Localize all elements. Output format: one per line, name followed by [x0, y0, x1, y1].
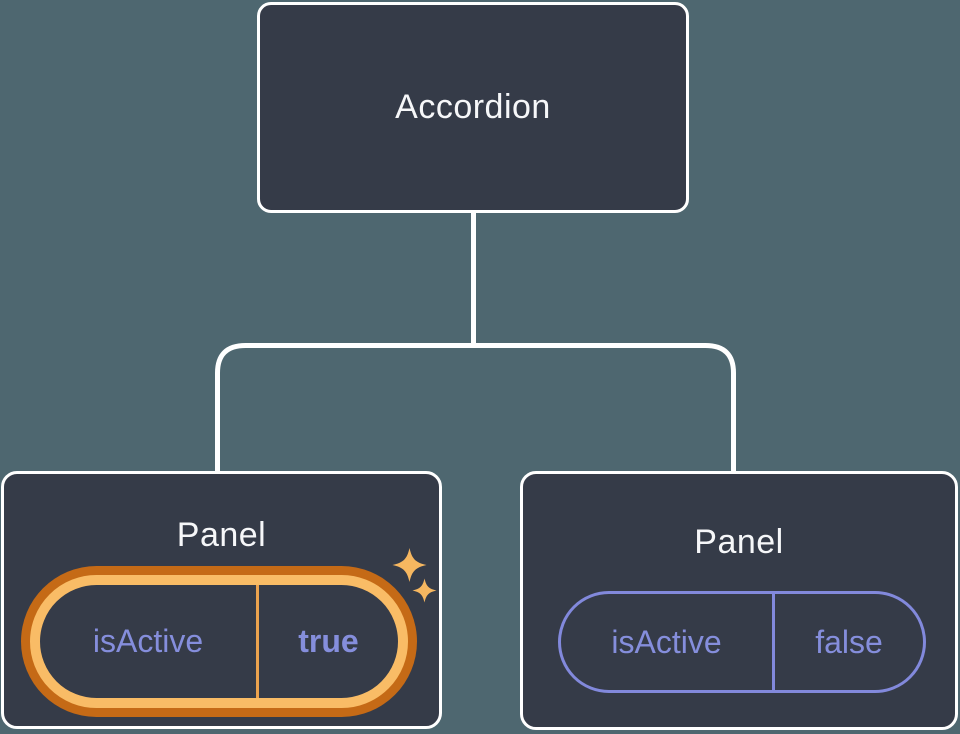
component-node-panel-active: Panel isActive true	[1, 471, 442, 729]
connector-branch-bracket	[215, 343, 736, 471]
state-pill-active: isActive true	[30, 575, 408, 708]
state-pill-divider	[256, 585, 259, 698]
sparkles-icon	[392, 548, 437, 603]
component-label: Accordion	[395, 88, 551, 126]
state-value: false	[815, 623, 883, 660]
state-name: isActive	[92, 623, 204, 659]
state-pill-inactive: isActive false	[558, 591, 926, 693]
component-label: Panel	[176, 516, 267, 554]
state-value: true	[298, 623, 359, 659]
sparkle-small	[412, 578, 437, 603]
component-node-panel-inactive: Panel isActive false	[520, 471, 958, 730]
component-node-accordion: Accordion	[257, 2, 689, 213]
sparkle-large	[392, 548, 427, 582]
state-name: isActive	[611, 623, 722, 660]
component-label: Panel	[694, 523, 784, 561]
state-pill-divider	[772, 594, 775, 690]
